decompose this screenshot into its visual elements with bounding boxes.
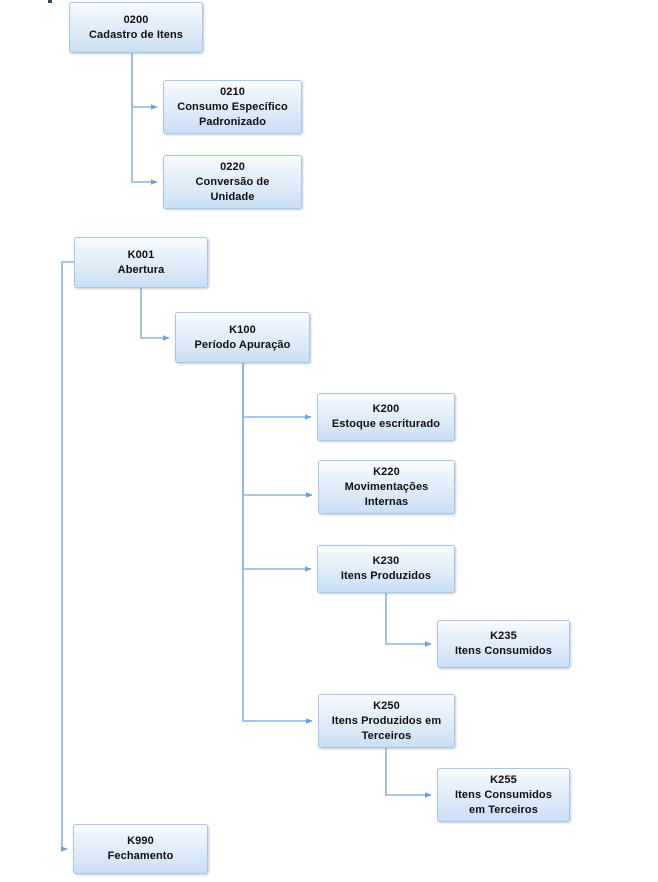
node-label: Itens Produzidos em Terceiros	[331, 714, 442, 742]
node-code: K230	[372, 555, 400, 567]
node-code: 0200	[123, 13, 149, 26]
node-code: K255	[490, 773, 517, 786]
node-code: K220	[373, 465, 400, 478]
edge-0200-to-0220	[131, 53, 158, 185]
node-k230[interactable]: K230 Itens Produzidos	[317, 545, 455, 593]
node-k255[interactable]: K255 Itens Consumidos em Terceiros	[437, 768, 570, 822]
node-label: Movimentações Internas	[344, 480, 429, 508]
node-code: K250	[373, 699, 400, 712]
image-artifact-speck	[48, 0, 52, 3]
node-code: K990	[127, 835, 154, 847]
edge-k250-to-k255	[385, 748, 432, 798]
node-k220[interactable]: K220 Movimentações Internas	[318, 460, 455, 514]
node-0200[interactable]: 0200 Cadastro de Itens	[69, 2, 203, 53]
node-label: Consumo Específico Padronizado	[177, 100, 288, 128]
node-label: Itens Consumidos	[455, 645, 552, 657]
node-code: K200	[372, 403, 400, 415]
node-label: Fechamento	[107, 850, 174, 862]
node-label: Itens Consumidos em Terceiros	[455, 788, 552, 816]
edge-k100-to-k200	[242, 363, 312, 420]
node-label: Conversão de Unidade	[195, 175, 270, 203]
node-code: 0220	[220, 160, 245, 173]
node-code: K001	[127, 248, 155, 261]
node-code: 0210	[220, 85, 245, 98]
edge-k230-to-k235	[385, 593, 432, 647]
edge-k100-to-k230	[242, 363, 312, 572]
node-k990[interactable]: K990 Fechamento	[73, 824, 208, 874]
node-label: Cadastro de Itens	[88, 28, 183, 41]
node-0210[interactable]: 0210 Consumo Específico Padronizado	[163, 80, 302, 134]
node-code: K100	[229, 323, 256, 336]
node-k235[interactable]: K235 Itens Consumidos	[437, 620, 570, 668]
node-label: Período Apuração	[194, 338, 291, 351]
edge-k001-to-k990	[60, 261, 74, 852]
node-0220[interactable]: 0220 Conversão de Unidade	[163, 155, 302, 209]
node-label: Estoque escriturado	[331, 418, 441, 430]
node-code: K235	[490, 630, 517, 642]
node-label: Abertura	[117, 263, 165, 276]
node-k200[interactable]: K200 Estoque escriturado	[317, 393, 455, 441]
node-label: Itens Produzidos	[340, 570, 432, 582]
edge-0200-to-0210	[131, 53, 158, 110]
node-k001[interactable]: K001 Abertura	[74, 237, 208, 288]
edge-k100-to-k250	[242, 363, 313, 724]
edge-k001-to-k100	[140, 288, 170, 341]
node-k250[interactable]: K250 Itens Produzidos em Terceiros	[318, 694, 455, 748]
node-k100[interactable]: K100 Período Apuração	[175, 312, 310, 363]
edge-k100-to-k220	[242, 363, 313, 498]
